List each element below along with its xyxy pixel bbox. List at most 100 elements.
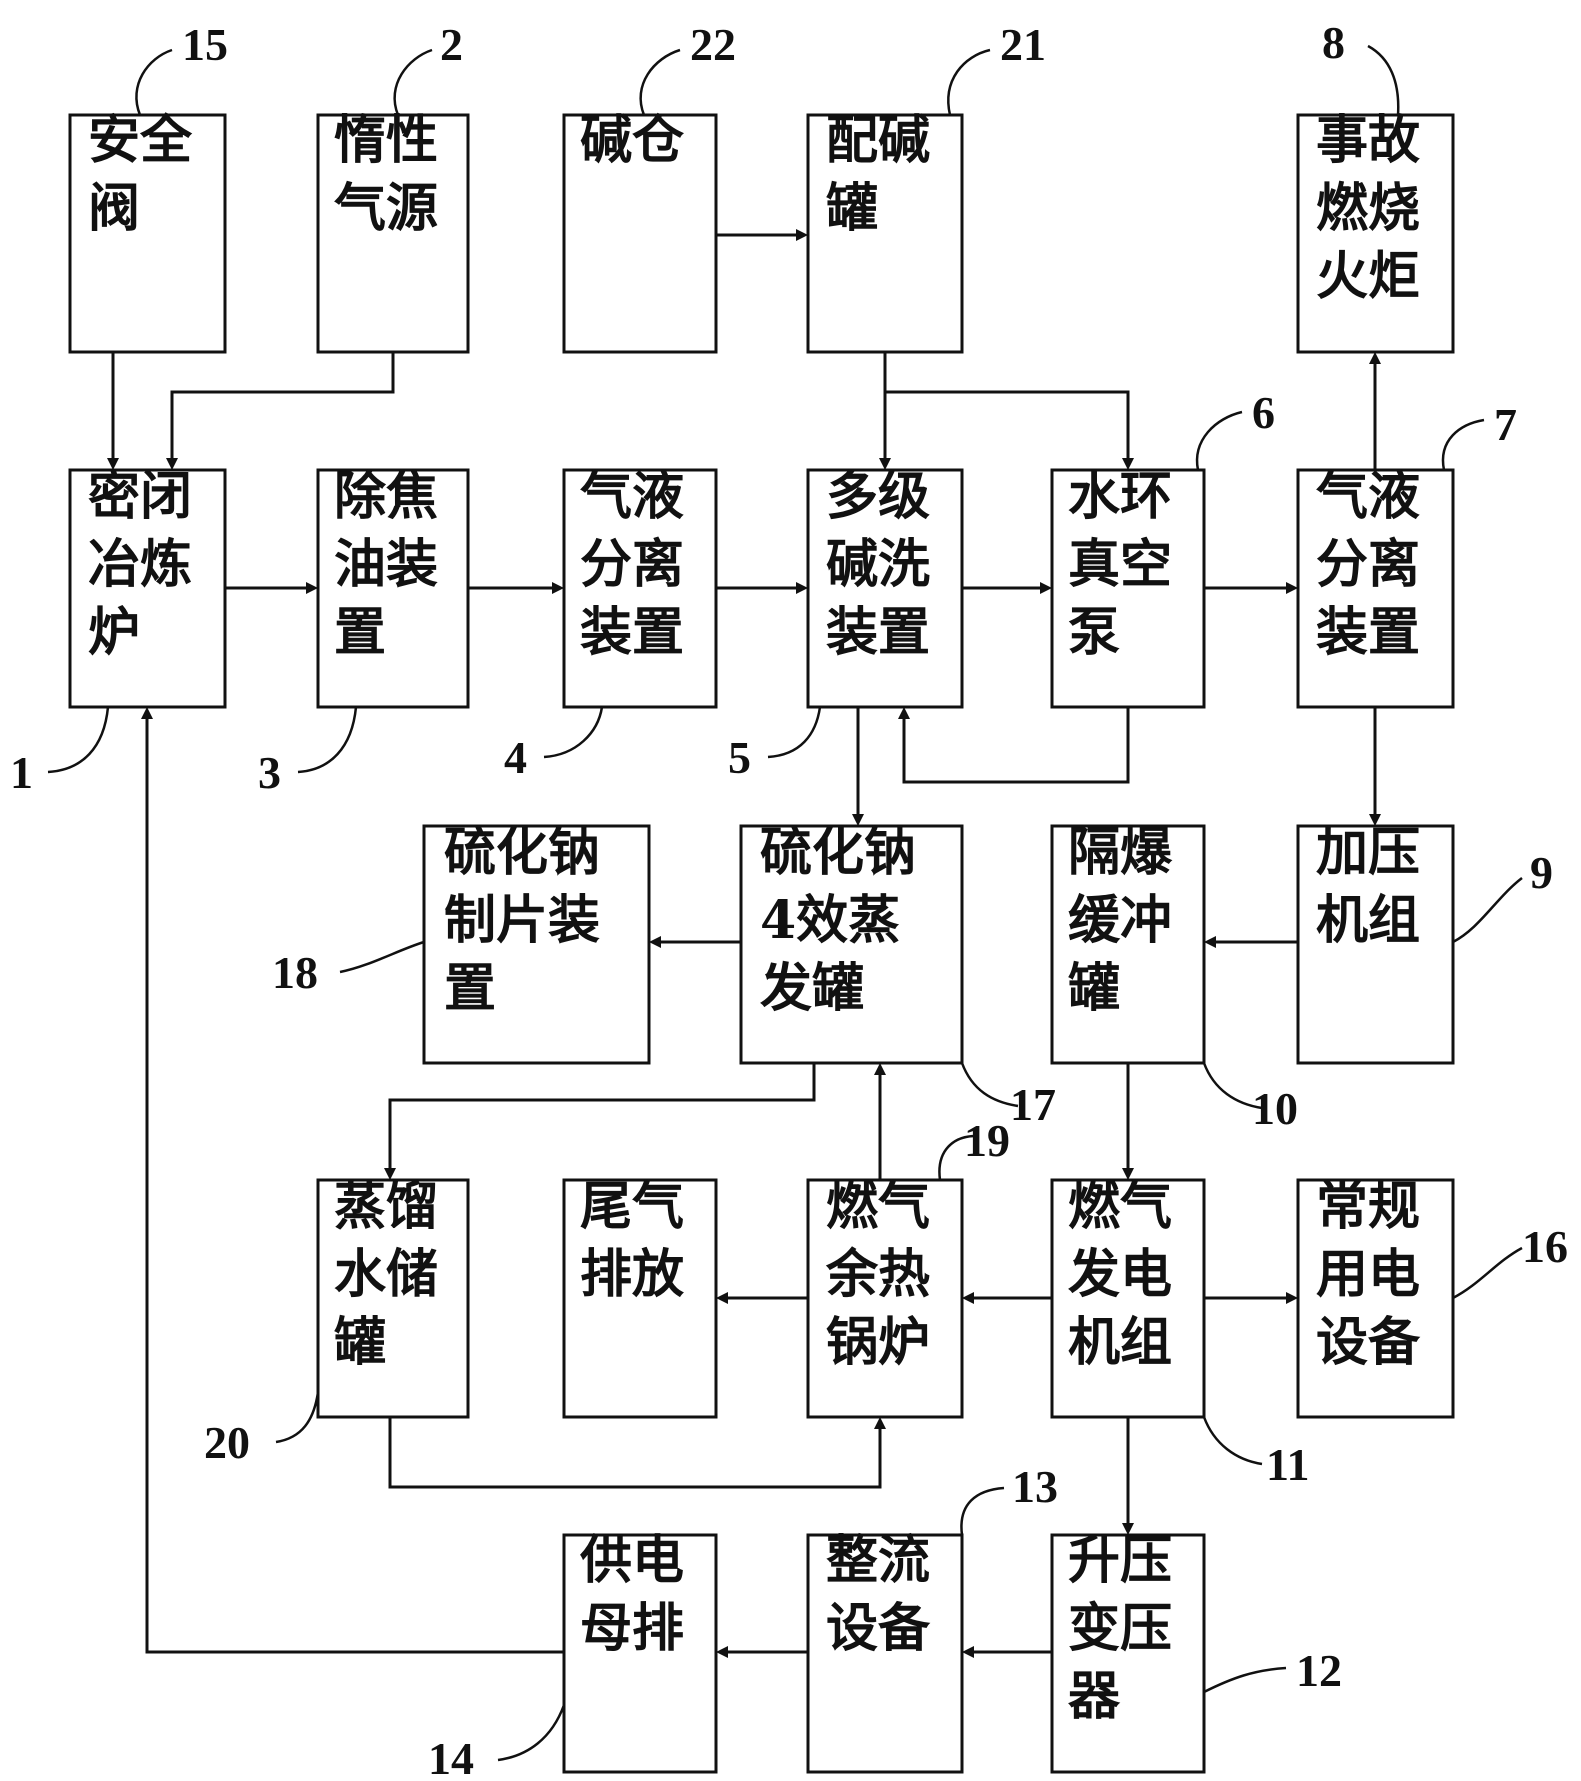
box-label-line: 置 — [444, 958, 496, 1019]
box-label-line: 燃烧 — [1316, 178, 1420, 239]
connectors — [111, 233, 1377, 1654]
box-label-line: 隔爆 — [1068, 822, 1173, 883]
ref-num-14: 14 — [428, 1733, 474, 1781]
box-label-line: 蒸馏 — [334, 1176, 438, 1237]
box-label-line: 发罐 — [760, 958, 864, 1019]
leader-9 — [1452, 877, 1523, 944]
box-label-line: 常规 — [1316, 1176, 1420, 1237]
box-label-line: 装置 — [826, 602, 930, 663]
flow-water-tank-to-boiler — [388, 1417, 882, 1489]
arrowhead — [1122, 1168, 1134, 1180]
arrowhead — [898, 707, 910, 719]
leader-16 — [1452, 1246, 1523, 1300]
box-label-line: 气液 — [580, 466, 684, 527]
box-label-line: 碱洗 — [826, 534, 930, 595]
ref-num-15: 15 — [182, 19, 228, 70]
leader-21 — [947, 48, 991, 116]
box-label-line: 用电 — [1316, 1244, 1420, 1305]
box-label-line: 泵 — [1068, 602, 1120, 663]
ref-num-2: 2 — [440, 19, 463, 70]
arrowhead — [1369, 352, 1381, 364]
leader-7 — [1441, 418, 1485, 471]
box-explosion-buffer-tank — [1050, 824, 1206, 1065]
ref-num-12: 12 — [1296, 1645, 1342, 1696]
ref-num-17: 17 — [1010, 1079, 1056, 1130]
leader-13 — [960, 1486, 1005, 1536]
arrowhead — [1040, 582, 1052, 594]
box-label-line: 装置 — [580, 602, 684, 663]
ref-num-6: 6 — [1252, 387, 1275, 438]
box-tail-gas-discharge — [562, 1178, 718, 1419]
flow-mixing-to-pump — [885, 390, 1130, 458]
ref-num-19: 19 — [964, 1115, 1010, 1166]
leader-6 — [1195, 410, 1243, 471]
leader-14 — [497, 1704, 566, 1762]
arrowhead — [1204, 936, 1216, 948]
box-label-line: 分离 — [1316, 534, 1420, 595]
ref-num-9: 9 — [1530, 847, 1553, 898]
box-label-line: 缓冲 — [1068, 890, 1172, 951]
box-label-line: 器 — [1068, 1666, 1121, 1727]
box-label-line: 罐 — [826, 178, 878, 239]
flow-evaporator-to-water-tank — [388, 1063, 816, 1168]
leader-lines — [47, 44, 1523, 1762]
box-label-line: 冶炼 — [88, 534, 192, 595]
box-label-line: 油装 — [334, 534, 438, 595]
box-label-line: 发电 — [1068, 1244, 1172, 1305]
ref-num-22: 22 — [690, 19, 736, 70]
flow-busbar-to-furnace — [145, 719, 564, 1654]
ref-num-10: 10 — [1252, 1083, 1298, 1134]
box-distilled-water-tank — [316, 1178, 470, 1419]
box-label-line: 余热 — [825, 1244, 930, 1305]
leader-10 — [1202, 1062, 1263, 1110]
box-label-line: 多级 — [826, 466, 930, 527]
box-gas-generator-set — [1050, 1178, 1206, 1419]
box-safety-valve — [68, 113, 227, 354]
box-label-line: 气源 — [334, 178, 438, 239]
ref-num-11: 11 — [1266, 1439, 1309, 1490]
ref-num-7: 7 — [1494, 399, 1517, 450]
box-label-line: 罐 — [334, 1312, 386, 1373]
box-label-line: 硫化钠 — [760, 822, 916, 883]
box-sodium-sulfide-evaporator — [739, 824, 964, 1065]
box-label-line: 燃气 — [826, 1176, 930, 1237]
box-label-line: 母排 — [580, 1598, 684, 1659]
box-label-line: 尾气 — [580, 1176, 684, 1237]
leader-4 — [543, 706, 604, 759]
arrowhead — [796, 229, 808, 241]
box-label-line: 炉 — [88, 602, 140, 663]
box-label-line: 阀 — [88, 178, 140, 239]
box-labels: 安全阀惰性气源碱仓配碱罐事故燃烧火炬密闭冶炼炉除焦油装置气液分离装置多级碱洗装置… — [88, 110, 1421, 1727]
box-label-line: 机组 — [1068, 1312, 1172, 1373]
arrowhead — [141, 707, 153, 719]
arrowhead — [1286, 1292, 1298, 1304]
box-closed-smelting-furnace — [68, 468, 227, 709]
box-power-busbar — [562, 1533, 718, 1774]
boxes — [68, 113, 1455, 1774]
box-water-ring-vacuum-pump — [1050, 468, 1206, 709]
box-label-line: 排放 — [580, 1244, 684, 1305]
ref-num-21: 21 — [1000, 19, 1046, 70]
arrowhead — [716, 1646, 728, 1658]
box-gas-liquid-separator-2 — [1296, 468, 1455, 709]
arrowhead — [852, 814, 864, 826]
arrowhead — [306, 582, 318, 594]
box-label-line: 置 — [334, 602, 386, 663]
ref-num-1: 1 — [10, 747, 33, 798]
box-step-up-transformer — [1050, 1533, 1206, 1774]
arrowhead — [1369, 814, 1381, 826]
arrowhead — [107, 458, 119, 470]
arrowhead — [166, 458, 178, 470]
leader-8 — [1367, 44, 1400, 116]
leader-19 — [938, 1134, 977, 1181]
leader-22 — [639, 48, 681, 116]
leader-12 — [1203, 1666, 1287, 1694]
arrowhead — [874, 1417, 886, 1429]
box-label-line: 制片装 — [444, 890, 600, 951]
box-label-line: 变压 — [1068, 1598, 1172, 1659]
arrowhead — [716, 1292, 728, 1304]
box-alkali-bin — [562, 113, 718, 354]
box-label-line: 事故 — [1316, 110, 1420, 171]
leader-2 — [393, 48, 433, 116]
